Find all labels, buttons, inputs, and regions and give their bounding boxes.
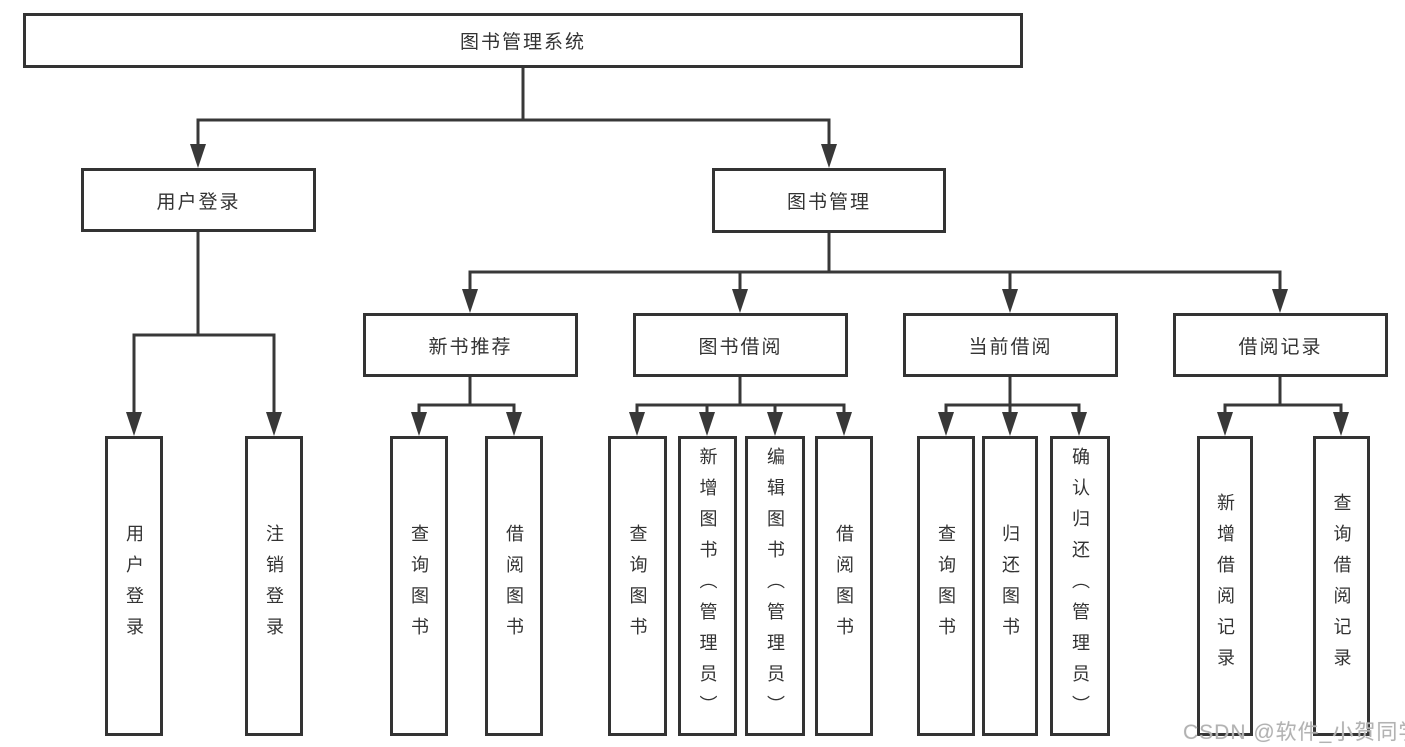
leaf-newbook-query-books: 查询图书 [390,436,448,736]
leaf-user-login: 用户登录 [105,436,163,736]
leaf-borrowing-query-books: 查询图书 [608,436,667,736]
leaf-edit-books-admin-label: 编辑图书（管理员） [765,446,785,726]
leaf-borrowing-borrow-books: 借阅图书 [815,436,873,736]
leaf-add-books-admin: 新增图书（管理员） [678,436,737,736]
leaf-return-books: 归还图书 [982,436,1038,736]
leaf-current-query-books: 查询图书 [917,436,975,736]
connectors-newbookrec-to-leaves [411,377,522,436]
leaf-user-login-label: 用户登录 [124,524,144,648]
leaf-confirm-return-admin: 确认归还（管理员） [1050,436,1110,736]
arrowhead-current-borrow [1002,289,1018,313]
node-new-book-recommendation: 新书推荐 [363,313,578,377]
leaf-newbook-query-books-label: 查询图书 [409,524,429,648]
leaf-query-borrow-record: 查询借阅记录 [1313,436,1370,736]
connectors-currentborrow-to-leaves [938,377,1087,436]
arrowhead-user-login [190,144,206,168]
leaf-edit-books-admin: 编辑图书（管理员） [745,436,805,736]
arrowhead-new-book-rec [462,289,478,313]
node-book-management: 图书管理 [712,168,946,233]
node-user-login: 用户登录 [81,168,316,232]
arrowhead-book-borrow [732,289,748,313]
leaf-newbook-borrow-books-label: 借阅图书 [504,524,524,648]
connectors-userlogin-to-leaves [126,232,282,436]
arrowhead-borrow-records [1272,289,1288,313]
leaf-current-query-books-label: 查询图书 [936,524,956,648]
leaf-add-borrow-record-label: 新增借阅记录 [1215,493,1235,679]
leaf-borrowing-borrow-books-label: 借阅图书 [834,524,854,648]
leaf-query-borrow-record-label: 查询借阅记录 [1331,493,1352,679]
node-book-borrowing: 图书借阅 [633,313,848,377]
connectors-bookborrow-to-leaves [629,377,852,436]
connectors-root-to-level1 [190,68,837,168]
leaf-add-borrow-record: 新增借阅记录 [1197,436,1253,736]
node-current-borrowing: 当前借阅 [903,313,1118,377]
arrowhead-book-mgmt [821,144,837,168]
node-root-system: 图书管理系统 [23,13,1023,68]
leaf-logout-label: 注销登录 [264,524,284,648]
leaf-borrowing-query-books-label: 查询图书 [627,524,648,648]
connectors-bookmgmt-to-level2 [462,233,1288,313]
leaf-add-books-admin-label: 新增图书（管理员） [697,446,718,726]
leaf-confirm-return-admin-label: 确认归还（管理员） [1070,446,1090,726]
csdn-watermark: CSDN @软件_小贺同学 [1183,721,1405,744]
leaf-newbook-borrow-books: 借阅图书 [485,436,543,736]
leaf-logout: 注销登录 [245,436,303,736]
leaf-return-books-label: 归还图书 [1000,524,1020,648]
node-borrowing-records: 借阅记录 [1173,313,1388,377]
connectors-borrowrecords-to-leaves [1217,377,1349,436]
